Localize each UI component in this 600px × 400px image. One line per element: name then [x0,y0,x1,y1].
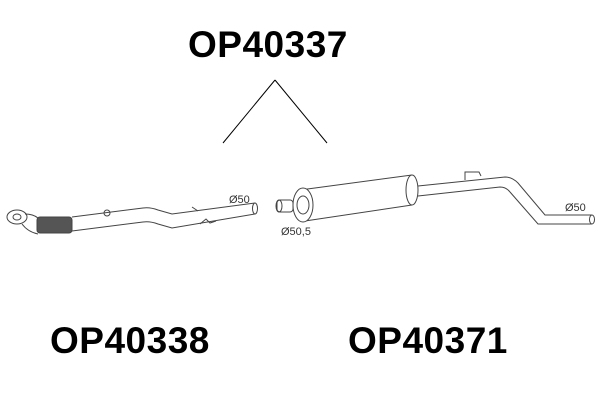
connector-lines [222,79,328,144]
assembly-code: OP40337 [188,24,348,65]
diameter-label: Ø50 [229,194,250,206]
front-pipe-drawing [6,202,258,235]
diameter-label: Ø50 [565,202,586,214]
diameter-label: Ø50,5 [281,226,311,238]
part-code: OP40371 [348,320,508,361]
part-code: OP40338 [50,320,210,361]
rear-silencer-drawing [275,171,595,225]
